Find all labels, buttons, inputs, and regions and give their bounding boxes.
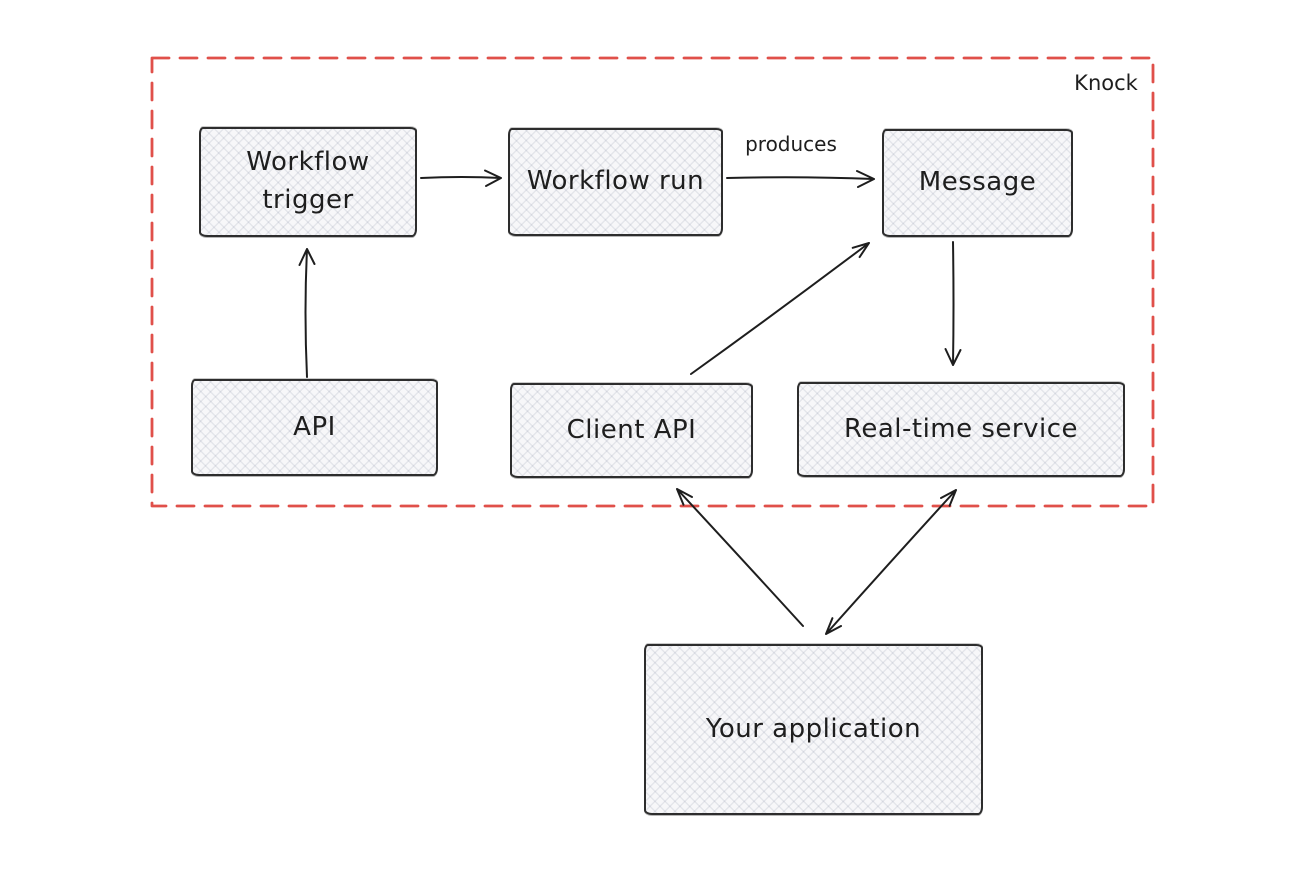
node-workflow-trigger-label: Workflow trigger — [246, 147, 370, 215]
node-api: API — [191, 379, 438, 476]
node-real-time-service-label: Real-time service — [843, 413, 1079, 444]
knock-boundary-label: Knock — [1074, 71, 1138, 95]
edge-workflow-run-to-message — [726, 170, 875, 188]
edge-message-to-real-time-service — [944, 241, 962, 366]
edge-your-application-to-client-api — [676, 488, 804, 627]
node-workflow-run: Workflow run — [508, 128, 723, 236]
edge-your-application-to-real-time-service — [825, 489, 957, 635]
node-workflow-run-label: Workflow run — [526, 166, 705, 197]
edge-api-to-workflow-trigger — [298, 248, 316, 378]
node-message-label: Message — [918, 167, 1037, 198]
edge-client-api-to-message — [690, 242, 870, 375]
edge-workflow-trigger-to-workflow-run — [420, 169, 502, 187]
node-message: Message — [882, 129, 1073, 237]
node-workflow-trigger: Workflow trigger — [199, 127, 417, 237]
node-api-label: API — [293, 411, 336, 442]
node-client-api: Client API — [510, 383, 753, 478]
edge-label-produces: produces — [745, 132, 837, 156]
node-real-time-service: Real-time service — [797, 382, 1125, 477]
knock-boundary-rect — [150, 56, 1155, 508]
node-client-api-label: Client API — [566, 414, 697, 445]
node-your-application-label: Your application — [705, 713, 922, 744]
node-your-application: Your application — [644, 644, 983, 815]
